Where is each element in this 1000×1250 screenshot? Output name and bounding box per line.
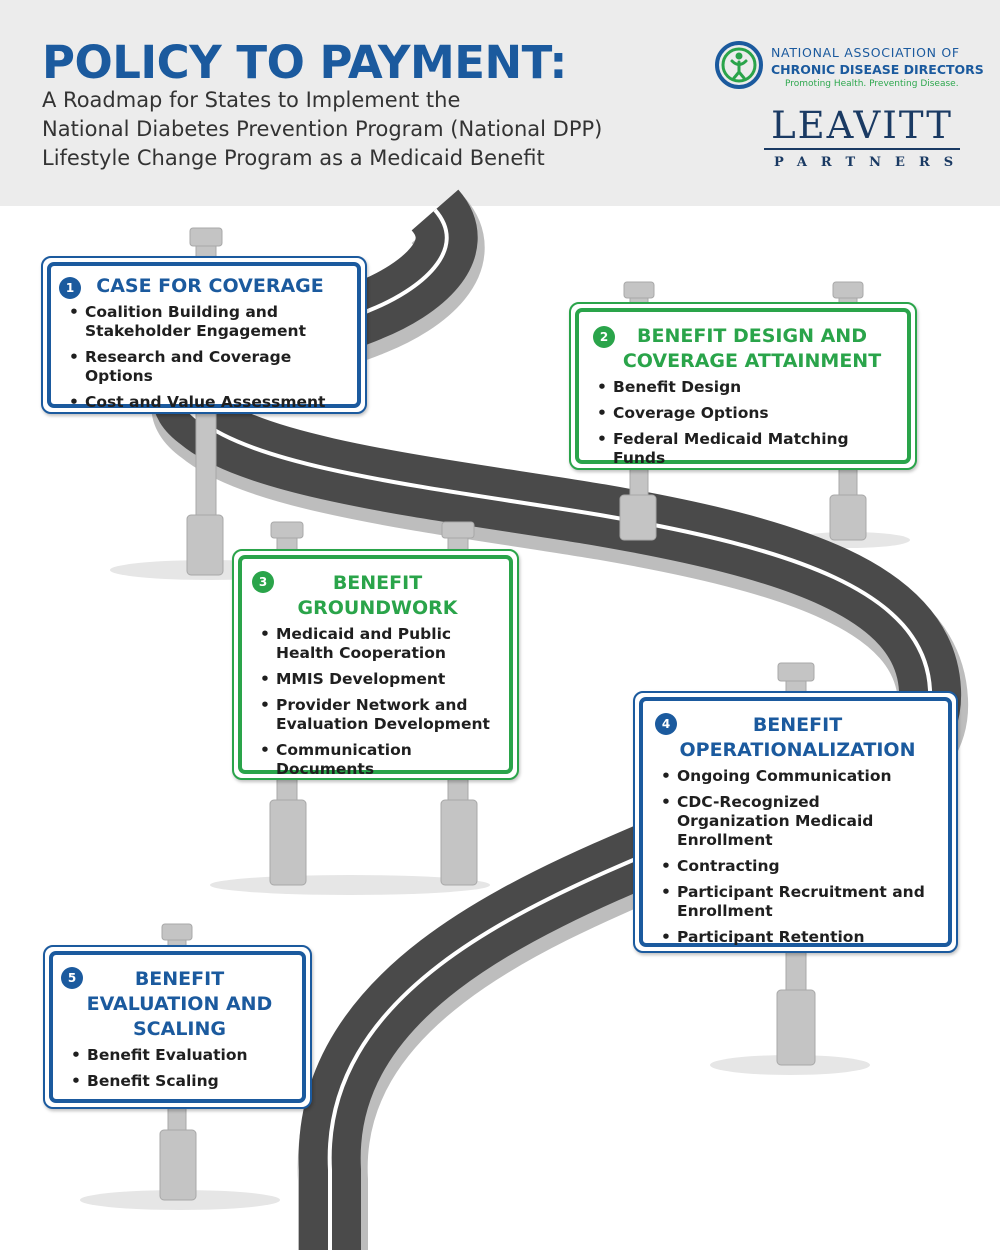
step-items: Medicaid and Public Health Cooperation M…	[260, 625, 495, 779]
nacdd-tagline: Promoting Health. Preventing Disease.	[785, 79, 959, 89]
step-title: BENEFIT OPERATIONALIZATION	[661, 713, 934, 763]
leavitt-sub: PARTNERS	[774, 155, 968, 170]
list-item: MMIS Development	[260, 670, 495, 689]
step-title: BENEFIT DESIGN AND COVERAGE ATTAINMENT	[597, 324, 893, 374]
list-item: Benefit Evaluation	[71, 1046, 288, 1065]
list-item: Federal Medicaid Matching Funds	[597, 430, 893, 468]
step-3-sign: 3 BENEFIT GROUNDWORK Medicaid and Public…	[232, 549, 519, 780]
list-item: Coverage Options	[597, 404, 893, 423]
step-title: CASE FOR COVERAGE	[69, 274, 343, 299]
step-number-badge: 4	[655, 713, 677, 735]
leavitt-name: LEAVITT	[764, 104, 960, 150]
step-title: BENEFIT EVALUATION AND SCALING	[71, 967, 288, 1042]
step-title-line: BENEFIT	[134, 968, 225, 990]
nacdd-logo: NATIONAL ASSOCIATION OF CHRONIC DISEASE …	[714, 40, 984, 95]
step-1-sign: 1 CASE FOR COVERAGE Coalition Building a…	[41, 256, 367, 414]
list-item: Communication Documents	[260, 741, 495, 779]
step-items: Ongoing Communication CDC-Recognized Org…	[661, 767, 934, 947]
page-title: POLICY TO PAYMENT:	[42, 36, 567, 89]
step-title-line: COVERAGE ATTAINMENT	[622, 350, 882, 372]
nacdd-emblem-icon	[715, 41, 763, 89]
step-title-line: CASE FOR COVERAGE	[96, 275, 324, 297]
step-4-sign: 4 BENEFIT OPERATIONALIZATION Ongoing Com…	[633, 691, 958, 953]
step-title-line: SCALING	[132, 1018, 226, 1040]
step-number-badge: 2	[593, 326, 615, 348]
step-items: Coalition Building and Stakeholder Engag…	[69, 303, 343, 412]
subtitle-line: National Diabetes Prevention Program (Na…	[42, 117, 603, 141]
step-title: BENEFIT GROUNDWORK	[260, 571, 495, 621]
step-number-badge: 1	[59, 277, 81, 299]
step-items: Benefit Design Coverage Options Federal …	[597, 378, 893, 468]
step-5-sign: 5 BENEFIT EVALUATION AND SCALING Benefit…	[43, 945, 312, 1109]
subtitle-line: A Roadmap for States to Implement the	[42, 88, 461, 112]
list-item: Benefit Design	[597, 378, 893, 397]
step-number-badge: 3	[252, 571, 274, 593]
step-2-sign: 2 BENEFIT DESIGN AND COVERAGE ATTAINMENT…	[569, 302, 917, 470]
step-number-badge: 5	[61, 967, 83, 989]
list-item: Participant Recruitment and Enrollment	[661, 883, 934, 921]
step-title-line: BENEFIT DESIGN AND	[637, 325, 867, 347]
list-item: Coalition Building and Stakeholder Engag…	[69, 303, 343, 341]
step-title-line: BENEFIT	[752, 714, 843, 736]
list-item: Contracting	[661, 857, 934, 876]
list-item: Participant Retention	[661, 928, 934, 947]
step-title-line: EVALUATION AND	[86, 993, 273, 1015]
step-title-line: GROUNDWORK	[297, 597, 458, 619]
header-band: POLICY TO PAYMENT: A Roadmap for States …	[0, 0, 1000, 206]
page-subtitle: A Roadmap for States to Implement the Na…	[42, 86, 682, 173]
step-title-line: OPERATIONALIZATION	[679, 739, 916, 761]
list-item: Provider Network and Evaluation Developm…	[260, 696, 495, 734]
subtitle-line: Lifestyle Change Program as a Medicaid B…	[42, 146, 545, 170]
leavitt-logo: LEAVITT PARTNERS	[764, 104, 960, 170]
list-item: Ongoing Communication	[661, 767, 934, 786]
sign-posts	[159, 227, 867, 1201]
nacdd-line1: NATIONAL ASSOCIATION OF	[771, 45, 960, 60]
step-title-line: BENEFIT	[332, 572, 423, 594]
list-item: Research and Coverage Options	[69, 348, 343, 386]
list-item: Cost and Value Assessment	[69, 393, 343, 412]
list-item: Medicaid and Public Health Cooperation	[260, 625, 495, 663]
nacdd-line2: CHRONIC DISEASE DIRECTORS	[771, 62, 984, 77]
list-item: CDC-Recognized Organization Medicaid Enr…	[661, 793, 934, 850]
list-item: Benefit Scaling	[71, 1072, 288, 1091]
step-items: Benefit Evaluation Benefit Scaling	[71, 1046, 288, 1091]
